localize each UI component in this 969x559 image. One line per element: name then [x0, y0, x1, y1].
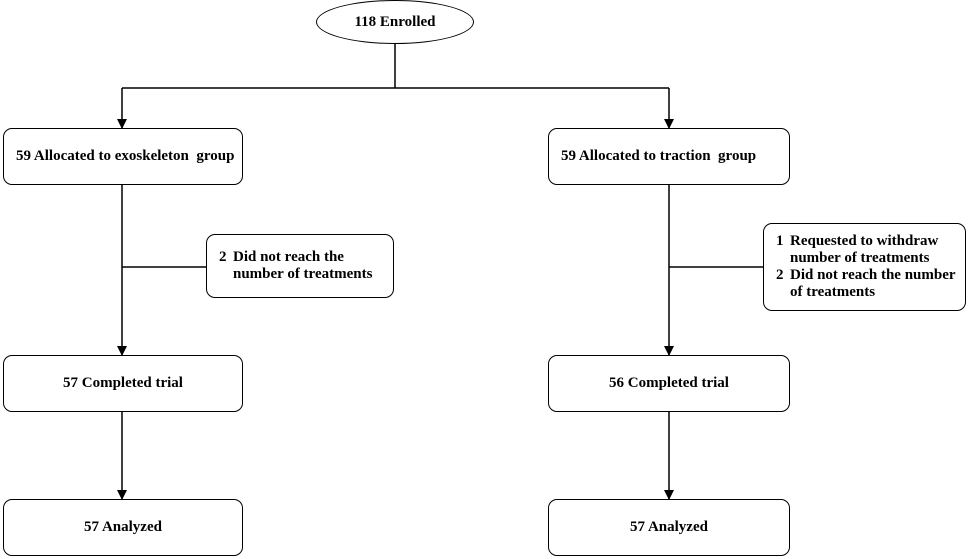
exclusion-reason: Did not reach the number of treatments: [790, 267, 956, 300]
exclusion-count: 1: [776, 233, 784, 249]
enrolled-node: 118 Enrolled: [316, 0, 474, 44]
exoskeleton-analyzed-label: 57 Analyzed: [84, 519, 162, 535]
traction-analyzed-label: 57 Analyzed: [630, 519, 708, 535]
traction-completed-label: 56 Completed trial: [609, 375, 729, 391]
traction-exclusion-item: 1 Requested to withdraw number of treatm…: [776, 233, 938, 267]
exoskeleton-allocated-box: 59 Allocated to exoskeleton group: [3, 128, 243, 185]
exclusion-reason: Requested to withdraw number of treatmen…: [790, 233, 939, 266]
traction-exclusion-item: 2 Did not reach the number of treatments: [776, 267, 956, 301]
traction-allocated-label: 59 Allocated to traction group: [561, 148, 757, 164]
traction-allocated-box: 59 Allocated to traction group: [548, 128, 790, 185]
traction-completed-box: 56 Completed trial: [548, 355, 790, 412]
enrolled-label: 118 Enrolled: [354, 13, 436, 30]
exclusion-count: 2: [776, 267, 784, 283]
exoskeleton-exclusion-box: 2 Did not reach the number of treatments: [206, 234, 394, 298]
exoskeleton-completed-box: 57 Completed trial: [3, 355, 243, 412]
exclusion-count: 2: [219, 249, 227, 265]
exclusion-reason: Did not reach the number of treatments: [233, 249, 373, 282]
traction-analyzed-box: 57 Analyzed: [548, 499, 790, 556]
exoskeleton-allocated-label: 59 Allocated to exoskeleton group: [16, 148, 235, 164]
exoskeleton-completed-label: 57 Completed trial: [63, 375, 183, 391]
exoskeleton-analyzed-box: 57 Analyzed: [3, 499, 243, 556]
traction-exclusion-box: 1 Requested to withdraw number of treatm…: [763, 223, 966, 311]
exoskeleton-exclusion-item: 2 Did not reach the number of treatments: [219, 249, 372, 283]
